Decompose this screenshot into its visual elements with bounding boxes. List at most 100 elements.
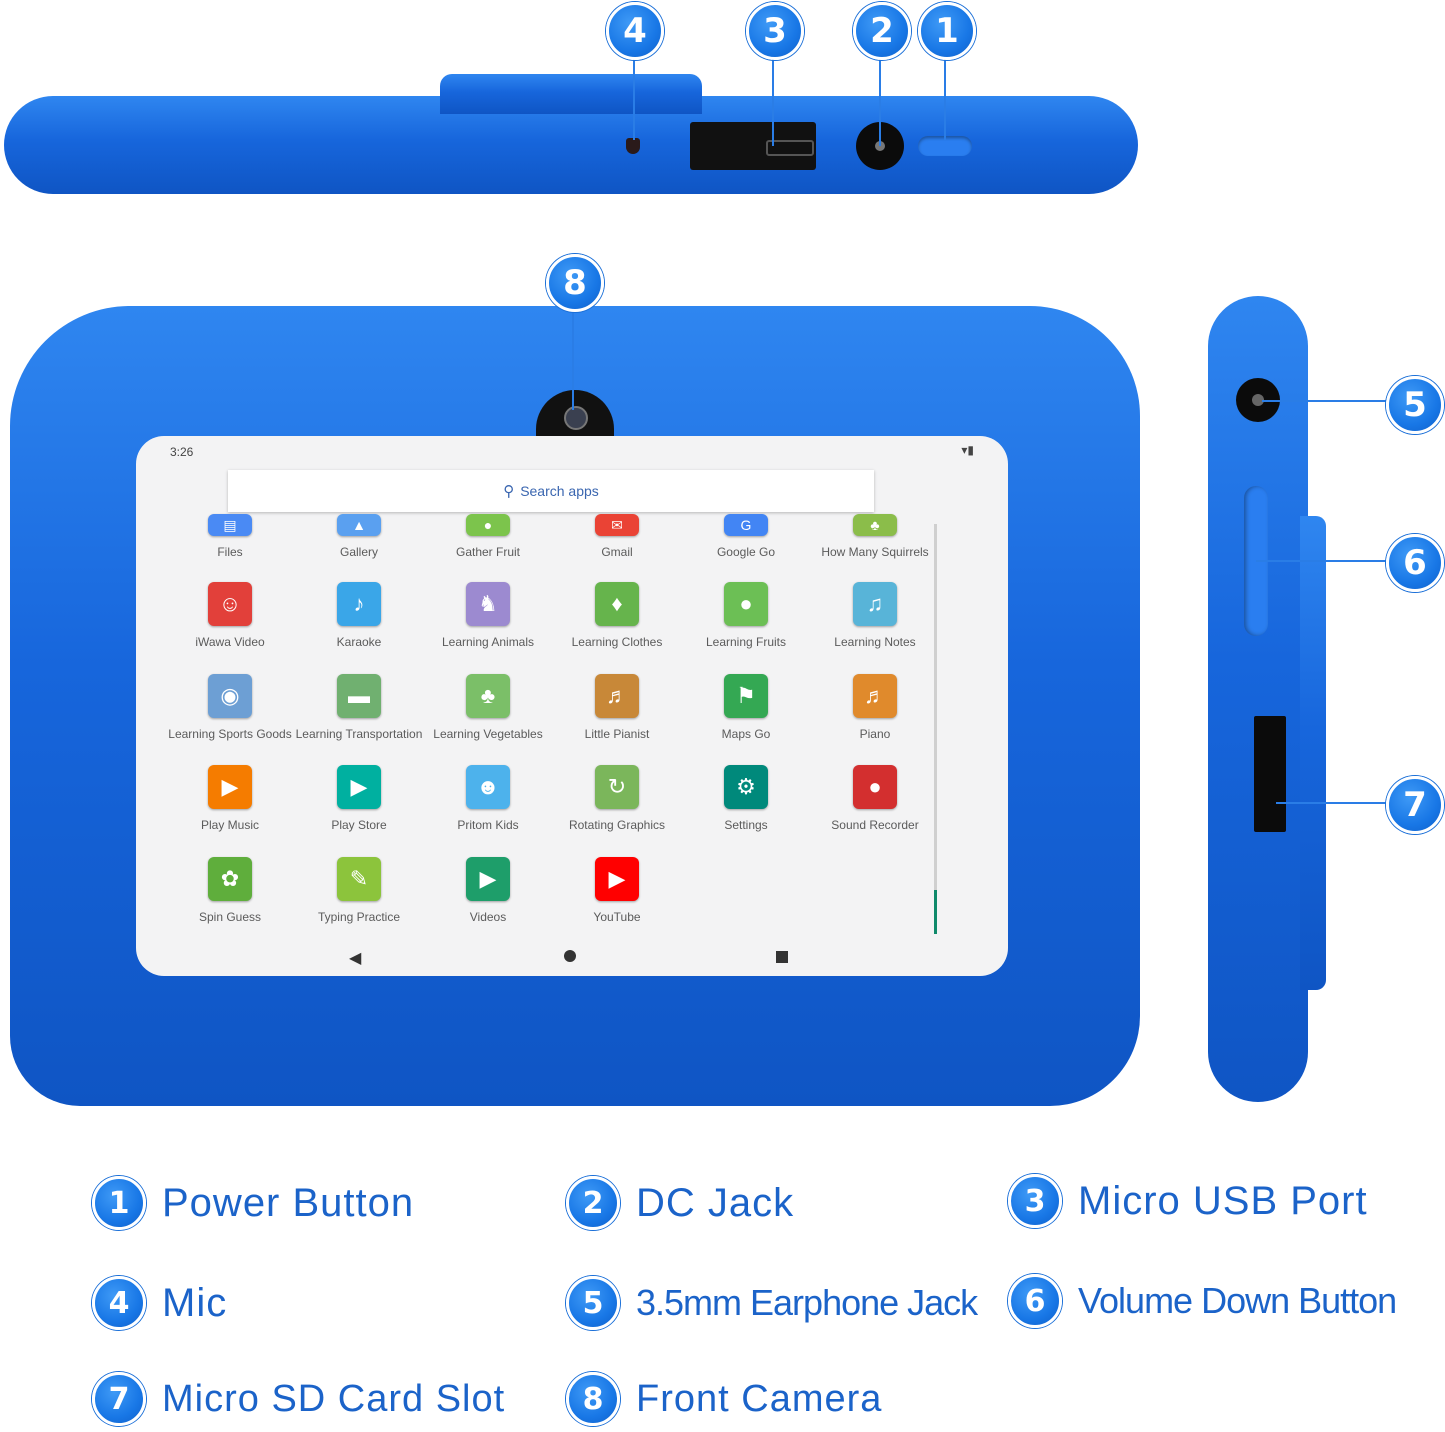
callout-line-6 [1256, 560, 1386, 562]
app-label: How Many Squirrels [821, 545, 929, 559]
legend-label-3: Micro USB Port [1078, 1178, 1368, 1223]
legend-label-5: 3.5mm Earphone Jack [636, 1282, 978, 1323]
app-label: YouTube [593, 909, 641, 924]
app-how-many-squirrels[interactable]: ♣How Many Squirrels [811, 492, 939, 559]
app-learning-notes[interactable]: ♫Learning Notes [811, 582, 939, 649]
micro-sd-card-slot [1254, 716, 1286, 832]
callout-badge-8: 8 [546, 254, 604, 312]
app-label: Learning Clothes [571, 635, 663, 649]
app-gallery[interactable]: ▲ Gallery [295, 492, 423, 559]
callout-badge-5: 5 [1386, 376, 1444, 434]
app-learning-fruits[interactable]: ● Learning Fruits [682, 582, 810, 649]
search-placeholder: Search apps [520, 483, 599, 499]
maps-icon: ⚑ [724, 673, 768, 718]
youtube-icon: ▶ [595, 856, 639, 901]
back-icon[interactable]: ◀ [349, 950, 362, 967]
app-settings[interactable]: ⚙Settings [682, 765, 810, 832]
clothes-icon: ♦ [595, 582, 639, 626]
rotating-icon: ↻ [595, 765, 639, 809]
app-gather-fruit[interactable]: ● Gather Fruit [424, 492, 552, 559]
app-label: Piano [859, 726, 891, 741]
app-typing-practice[interactable]: ✎Typing Practice [295, 856, 423, 924]
app-learning-animals[interactable]: ♞Learning Animals [424, 582, 552, 649]
app-learning-transportation[interactable]: ▬ Learning Transportation [295, 673, 423, 741]
legend-label-6: Volume Down Button [1078, 1280, 1397, 1321]
app-iwawa-video[interactable]: ☺iWawa Video [166, 582, 294, 649]
app-play-store[interactable]: ▶Play Store [295, 765, 423, 832]
app-little-pianist[interactable]: ♬Little Pianist [553, 673, 681, 741]
scrollbar[interactable] [934, 524, 937, 934]
gmail-icon: ✉ [595, 514, 639, 536]
app-rotating-graphics[interactable]: ↻ Rotating Graphics [553, 765, 681, 832]
app-label: Pritom Kids [457, 818, 519, 832]
front-camera-lens-icon [564, 406, 588, 430]
search-apps-bar[interactable]: ⚲ Search apps [228, 470, 874, 512]
legend-item-4: 4 Mic [92, 1276, 227, 1330]
app-learning-clothes[interactable]: ♦ Learning Clothes [553, 582, 681, 649]
app-play-music[interactable]: ▶Play Music [166, 765, 294, 832]
app-label: Play Music [200, 818, 259, 832]
iwawa-icon: ☺ [208, 582, 252, 626]
recents-icon[interactable] [776, 951, 788, 963]
app-label: Google Go [716, 545, 776, 559]
callout-line-7 [1276, 802, 1386, 804]
gallery-icon: ▲ [337, 514, 381, 536]
app-label: Gmail [601, 545, 633, 559]
files-icon: ▤ [208, 514, 252, 536]
power-button[interactable] [918, 136, 972, 156]
vegetables-icon: ♣ [466, 673, 510, 718]
legend-label-4: Mic [162, 1280, 228, 1325]
app-label: Learning Transportation [295, 726, 423, 741]
app-label: Typing Practice [317, 909, 401, 924]
app-label: Rotating Graphics [568, 818, 666, 832]
legend-badge-6: 6 [1008, 1274, 1062, 1328]
legend-badge-8: 8 [566, 1372, 620, 1426]
legend-item-8: 8 Front Camera [566, 1372, 882, 1426]
microphone-icon: ● [853, 765, 897, 809]
app-karaoke[interactable]: ♪Karaoke [295, 582, 423, 649]
legend-badge-3: 3 [1008, 1174, 1062, 1228]
app-maps-go[interactable]: ⚑ Maps Go [682, 673, 810, 741]
app-learning-vegetables[interactable]: ♣ Learning Vegetables [424, 673, 552, 741]
callout-line-2 [879, 56, 881, 146]
app-label: Little Pianist [584, 726, 650, 741]
app-label: Gather Fruit [455, 545, 521, 559]
app-sound-recorder[interactable]: ● Sound Recorder [811, 765, 939, 832]
transport-icon: ▬ [337, 673, 381, 718]
app-pritom-kids[interactable]: ☻Pritom Kids [424, 765, 552, 832]
legend-label-1: Power Button [162, 1180, 415, 1225]
callout-line-8 [572, 306, 574, 410]
fruits-icon: ● [724, 582, 768, 626]
app-piano[interactable]: ♬Piano [811, 673, 939, 741]
app-videos[interactable]: ▶Videos [424, 856, 552, 924]
legend-label-2: DC Jack [636, 1180, 795, 1225]
legend-badge-1: 1 [92, 1176, 146, 1230]
app-label: Learning Sports Goods [168, 726, 292, 741]
app-label: Learning Fruits [705, 635, 787, 649]
status-time: 3:26 [170, 445, 194, 459]
fruit-icon: ● [466, 514, 510, 536]
legend-badge-2: 2 [566, 1176, 620, 1230]
app-label: Sound Recorder [831, 818, 919, 832]
app-learning-sports-goods[interactable]: ◉ Learning Sports Goods [166, 673, 294, 741]
app-spin-guess[interactable]: ✿Spin Guess [166, 856, 294, 924]
callout-badge-3: 3 [746, 2, 804, 60]
app-label: Gallery [339, 545, 378, 559]
app-label: Learning Vegetables [433, 726, 543, 741]
callout-line-4 [633, 56, 635, 140]
sports-icon: ◉ [208, 673, 252, 718]
legend-item-5: 5 3.5mm Earphone Jack [566, 1276, 978, 1330]
legend-item-6: 6 Volume Down Button [1008, 1274, 1397, 1328]
callout-badge-2: 2 [853, 2, 911, 60]
tablet-side-ridge [1300, 516, 1326, 990]
callout-badge-7: 7 [1386, 776, 1444, 834]
app-files[interactable]: ▤Files [166, 492, 294, 559]
legend-label-7: Micro SD Card Slot [162, 1377, 506, 1420]
app-label: Maps Go [721, 726, 771, 741]
app-gmail[interactable]: ✉ Gmail [553, 492, 681, 559]
callout-line-1 [944, 56, 946, 140]
animals-icon: ♞ [466, 582, 510, 626]
home-icon[interactable] [564, 950, 576, 962]
app-youtube[interactable]: ▶ YouTube [553, 856, 681, 924]
